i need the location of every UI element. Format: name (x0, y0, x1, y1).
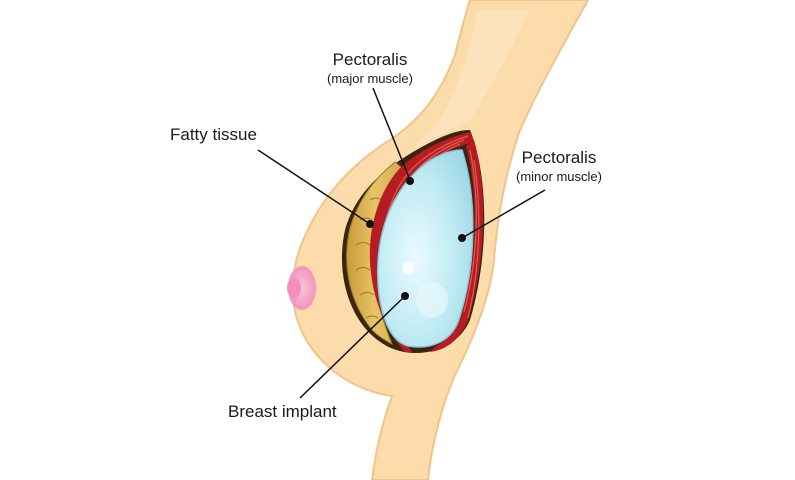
label-pectoralis-minor-subtitle: (minor muscle) (516, 169, 602, 184)
skin-highlight (410, 10, 530, 150)
label-pectoralis-minor: Pectoralis (minor muscle) (484, 148, 634, 185)
nipple (288, 266, 316, 310)
pectoralis-major-muscle (369, 132, 474, 352)
leader-pectoralis-minor (458, 189, 546, 242)
nipple-tip (287, 278, 301, 298)
label-pectoralis-major-subtitle: (major muscle) (327, 71, 413, 86)
label-breast-implant-title: Breast implant (228, 402, 337, 421)
leader-fatty-tissue (257, 149, 374, 228)
label-fatty-tissue: Fatty tissue (170, 125, 290, 145)
label-pectoralis-major-title: Pectoralis (332, 50, 408, 69)
leader-breast-implant (299, 292, 409, 399)
implant-highlight (402, 262, 414, 274)
label-pectoralis-minor-title: Pectoralis (521, 148, 597, 167)
pectoralis-minor-muscle (430, 140, 484, 352)
fatty-tissue-texture (355, 197, 383, 319)
label-pectoralis-major: Pectoralis (major muscle) (300, 50, 440, 87)
label-breast-implant: Breast implant (228, 402, 378, 422)
implant-highlight-large (416, 282, 448, 318)
leader-pectoralis-major (372, 87, 414, 185)
label-fatty-tissue-title: Fatty tissue (170, 125, 257, 144)
